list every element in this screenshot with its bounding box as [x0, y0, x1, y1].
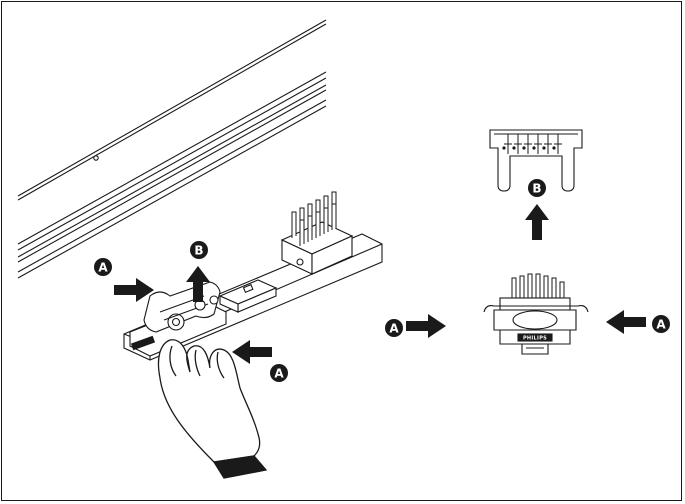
brand-mark: PHILIPS: [523, 336, 547, 342]
callout-a-3-label: A: [389, 322, 399, 336]
callout-a-4-label: A: [656, 318, 666, 332]
callout-a-1: A: [94, 258, 112, 276]
callout-a-4: A: [652, 315, 670, 333]
callout-a-2-label: A: [274, 367, 284, 381]
callout-b-2: B: [528, 179, 546, 197]
callout-b-1: B: [190, 241, 208, 259]
callout-b-2-label: B: [532, 182, 541, 196]
callout-a-1-label: A: [98, 261, 108, 275]
push-arrow-left-2: [232, 340, 272, 364]
callout-a-2: A: [270, 364, 288, 382]
terminal-block: [280, 191, 354, 275]
lift-arrow-right: [525, 204, 549, 240]
luminaire-housing: [17, 19, 327, 279]
push-arrow-right-1: [406, 314, 446, 338]
push-arrow-left-1: [114, 278, 154, 302]
callout-a-3: A: [385, 319, 403, 337]
push-arrow-right-2: [606, 310, 646, 334]
lamp-holder-front-view: PHILIPS: [483, 273, 589, 355]
connector-bracket-detail: [489, 129, 583, 192]
hand-illustration: [157, 339, 268, 479]
callout-b-1-label: B: [194, 244, 203, 258]
